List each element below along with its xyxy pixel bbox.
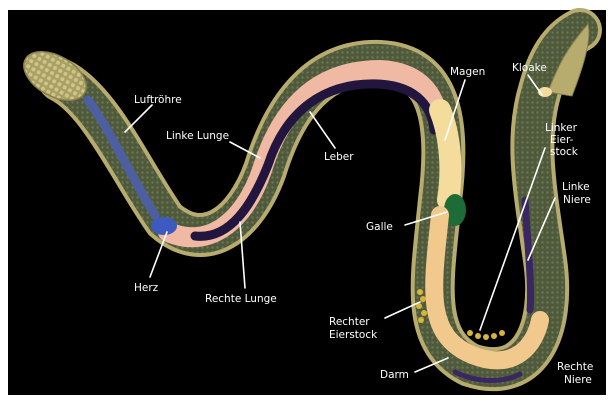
leader-leber <box>310 112 335 148</box>
stomach <box>440 110 450 200</box>
label-leber: Leber <box>324 151 354 163</box>
leader-luftroehre <box>125 105 152 132</box>
label-herz: Herz <box>134 282 159 294</box>
label-rechte-lunge: Rechte Lunge <box>205 293 277 305</box>
label-linke-lunge: Linke Lunge <box>166 130 229 142</box>
left-ovary <box>467 330 505 340</box>
label-kloake: Kloake <box>512 62 547 74</box>
label-galle: Galle <box>366 221 393 233</box>
heart <box>151 217 177 235</box>
label-rechte-niere: Rechte Niere <box>557 361 597 386</box>
label-magen: Magen <box>450 66 485 78</box>
label-rechter-eierstock: Rechter Eierstock <box>329 316 378 341</box>
label-linker-eierstock: Linker Eier- stock <box>545 122 580 158</box>
label-darm: Darm <box>380 369 409 381</box>
label-linke-niere: Linke Niere <box>562 181 593 206</box>
label-luftroehre: Luftröhre <box>134 94 182 106</box>
